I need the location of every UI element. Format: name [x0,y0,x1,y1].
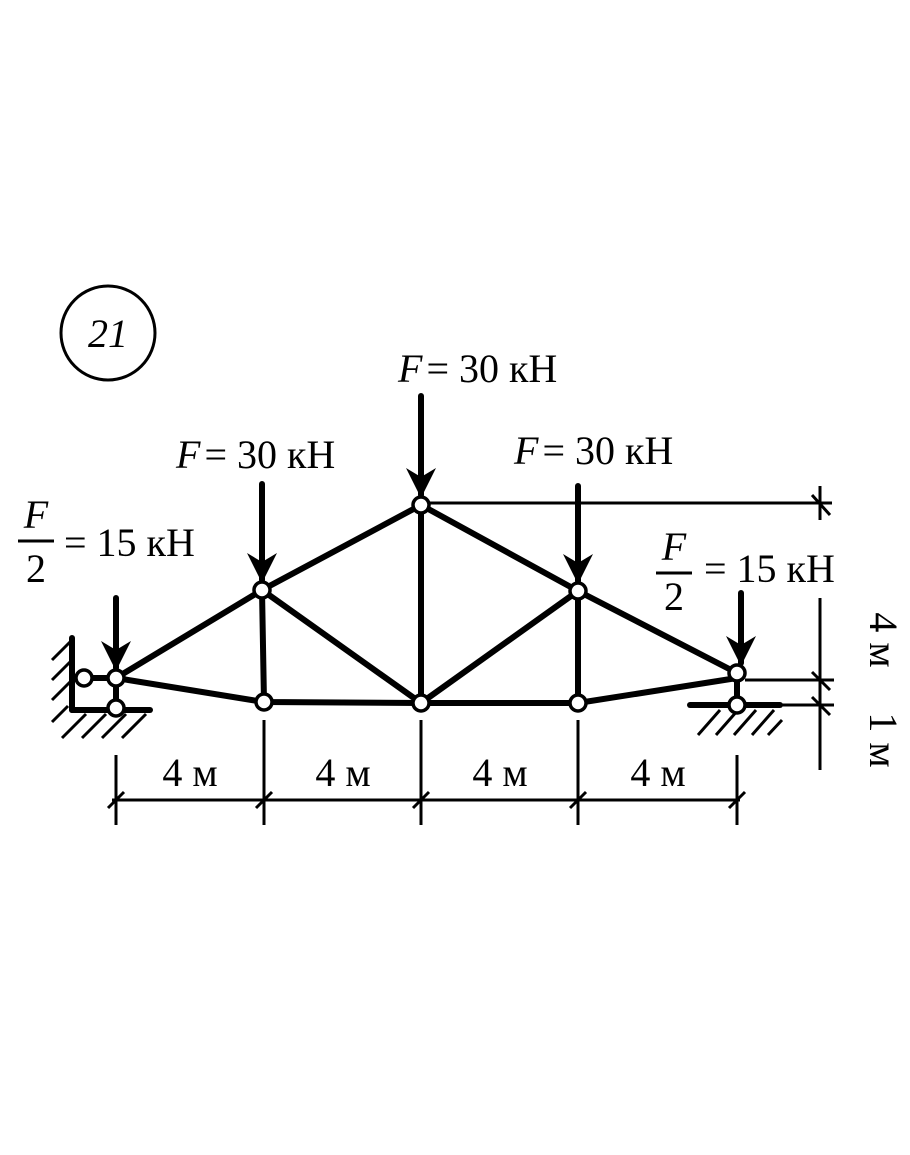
top-chord [113,501,740,681]
load-label-left: F= 30 кН [175,432,335,477]
span-label: 4 м [162,750,217,795]
node [411,693,431,713]
svg-text:= 15 кН: = 15 кН [64,520,195,565]
vertical-dimension: 4 м 1 м [430,486,906,770]
load-label-half-right: F 2 = 15 кН [656,524,835,619]
node [106,698,126,718]
truss-nodes [74,495,747,718]
diagonal-member [259,587,424,706]
span-label: 4 м [472,750,527,795]
node [727,695,747,715]
height-label-bottom: 1 м [861,712,906,767]
svg-text:F= 30 кН: F= 30 кН [175,432,335,477]
node [74,668,94,688]
node [254,692,274,712]
load-label-right: F= 30 кН [513,428,673,473]
vertical-member [259,587,267,705]
problem-number: 21 [88,311,128,356]
svg-text:F: F [23,492,49,537]
span-label: 4 м [630,750,685,795]
truss-members [113,501,740,706]
node [568,581,588,601]
svg-text:= 15 кН: = 15 кН [704,546,835,591]
left-support-hatch [50,640,148,740]
svg-text:F= 30 кН: F= 30 кН [513,428,673,473]
svg-text:F: F [661,524,687,569]
horizontal-dimension: 4 м 4 м 4 м 4 м [106,720,747,825]
node [727,663,747,683]
node [106,668,126,688]
node [568,693,588,713]
load-label-half-left: F 2 = 15 кН [18,492,195,591]
problem-number-badge: 21 [59,284,157,382]
number-circle [59,284,157,382]
svg-text:2: 2 [26,546,46,591]
node [252,580,272,600]
load-label-center: F= 30 кН [397,346,557,391]
height-label-top: 4 м [861,612,906,667]
svg-text:F= 30 кН: F= 30 кН [397,346,557,391]
span-label: 4 м [315,750,370,795]
node [411,495,431,515]
diagonal-member [418,588,581,706]
svg-text:2: 2 [664,574,684,619]
left-support [50,635,153,740]
